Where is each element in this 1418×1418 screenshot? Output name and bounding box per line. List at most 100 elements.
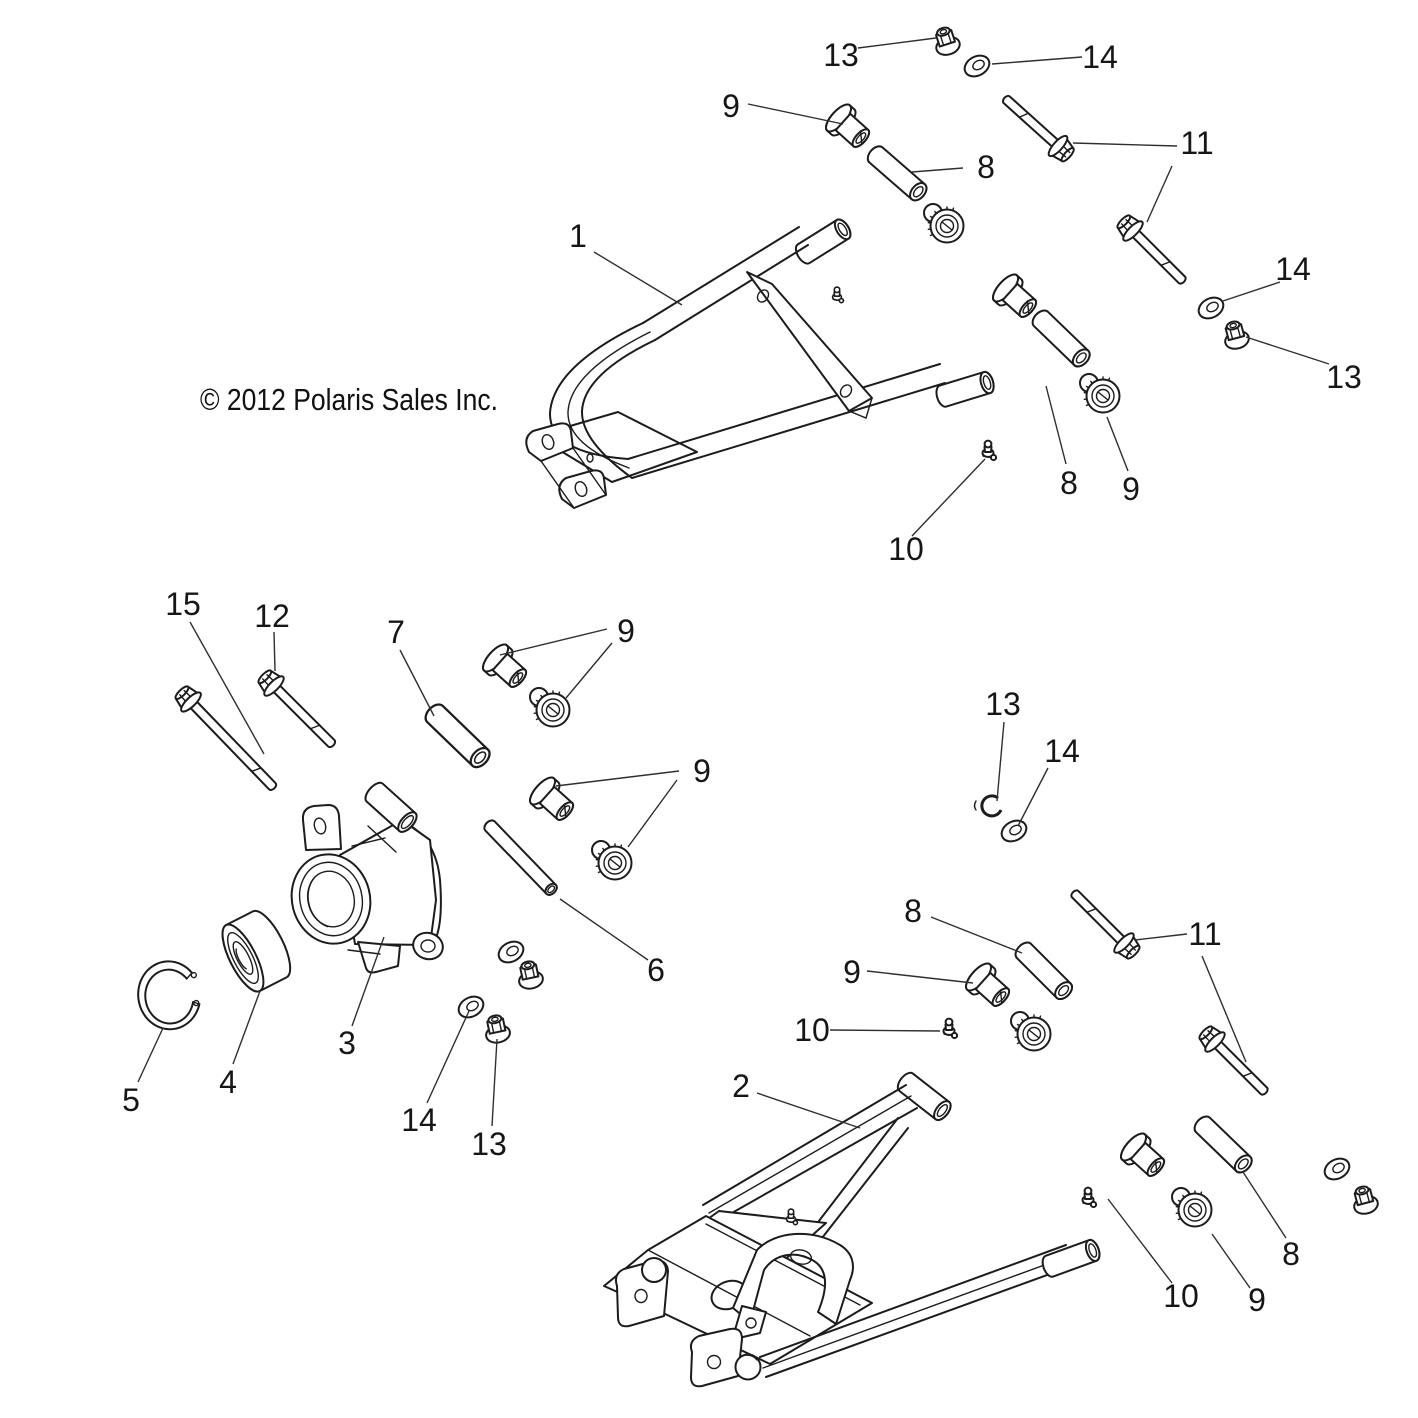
callout-11-flange-bolt: 11 <box>1180 125 1213 161</box>
callout-4-wheel-bearing: 4 <box>219 1064 237 1100</box>
leader-line <box>911 167 964 173</box>
flange-nut <box>929 23 964 59</box>
leader-line <box>499 628 608 656</box>
callout-9-bushing: 9 <box>1122 471 1140 507</box>
callout-5-snap-ring: 5 <box>122 1082 140 1118</box>
bushing <box>1115 1128 1172 1185</box>
bearing-carrier <box>290 781 444 974</box>
flange-bolt <box>253 665 342 754</box>
leader-line <box>1211 1233 1251 1289</box>
leader-line <box>930 916 1023 954</box>
callout-2-lower-control-arm: 2 <box>732 1068 750 1104</box>
leader-line <box>1107 1198 1173 1284</box>
leader-line <box>866 970 974 984</box>
washer <box>494 936 528 968</box>
leader-line <box>351 936 385 1027</box>
washer <box>960 50 994 82</box>
callout-3-bearing-carrier: 3 <box>338 1025 356 1061</box>
callout-8-bushing-tube: 8 <box>1282 1236 1300 1272</box>
leader-line <box>857 37 937 49</box>
leader-line <box>1045 385 1067 465</box>
callout-14-washer: 14 <box>1275 251 1311 287</box>
bushing-tube <box>1028 306 1094 371</box>
callout-11-flange-bolt: 11 <box>1188 916 1221 952</box>
grease-fitting <box>981 439 998 462</box>
callout-labels: 1234567888899999910101011111213131313141… <box>122 37 1362 1318</box>
callout-10-grease-fitting: 10 <box>888 531 924 567</box>
bushing <box>960 958 1017 1015</box>
flange-bolt <box>996 88 1079 166</box>
callout-1-upper-control-arm: 1 <box>569 218 587 254</box>
grease-fitting-icon <box>831 286 845 304</box>
washer <box>454 991 488 1023</box>
washer <box>997 815 1031 847</box>
callout-8-bushing-tube: 8 <box>1060 465 1078 501</box>
copyright-text: © 2012 Polaris Sales Inc. <box>200 382 498 417</box>
pivot-pin <box>481 817 560 899</box>
grease-fitting <box>942 1017 959 1040</box>
leader-line <box>565 642 613 699</box>
leader-line <box>829 1029 941 1032</box>
callout-9-bushing: 9 <box>617 613 635 649</box>
bushing <box>923 203 965 244</box>
leader-line <box>1222 281 1281 302</box>
bushing <box>524 772 581 829</box>
leader-line <box>1242 1171 1287 1239</box>
leader-line <box>559 898 649 961</box>
flange-bolt <box>1064 883 1145 964</box>
leader-line <box>911 458 986 537</box>
leader-line <box>991 56 1083 65</box>
wheel-bearing <box>221 909 292 993</box>
bushing-tube <box>863 142 931 205</box>
callout-14-washer: 14 <box>401 1102 437 1138</box>
bushing-tube <box>1011 938 1077 1004</box>
upper-arm-front-tube-end <box>791 215 855 268</box>
callout-14-washer: 14 <box>1044 733 1080 769</box>
callout-7-spacer-tube: 7 <box>387 614 405 650</box>
leader-line <box>399 649 435 717</box>
callout-14-washer: 14 <box>1082 39 1118 75</box>
leader-line <box>232 990 261 1065</box>
bushing <box>1079 373 1121 414</box>
leader-line <box>1017 767 1049 827</box>
upper-arm-rear-tube-end <box>933 369 997 410</box>
leader-line <box>1106 416 1129 472</box>
leader-line <box>1245 336 1330 365</box>
callout-13-flange-nut: 13 <box>471 1126 507 1162</box>
flange-bolt <box>1112 210 1193 291</box>
callout-12-flange-bolt: 12 <box>254 598 290 634</box>
callout-8-bushing-tube: 8 <box>904 893 922 929</box>
diagram-art <box>132 23 1381 1388</box>
callout-15-flange-bolt: 15 <box>165 586 201 622</box>
leader-line <box>189 621 265 755</box>
leader-line <box>996 721 1005 802</box>
callout-10-grease-fitting: 10 <box>1163 1278 1199 1314</box>
lower-arm-rear-tube-end <box>1039 1237 1104 1280</box>
snap-ring <box>132 956 205 1035</box>
callout-9-bushing: 9 <box>722 88 740 124</box>
callout-13-flange-nut: 13 <box>1326 359 1362 395</box>
leader-line <box>627 779 678 848</box>
leader-line <box>593 251 683 306</box>
leader-line <box>1146 165 1173 223</box>
flange-nut <box>1219 317 1252 353</box>
bushing <box>591 840 633 881</box>
bushing-tube <box>1190 1112 1256 1177</box>
upper-control-arm <box>525 215 997 509</box>
leader-line <box>1134 933 1188 941</box>
washer <box>1320 1153 1354 1185</box>
leader-line <box>273 631 276 672</box>
leader-line <box>747 103 844 125</box>
callout-6-pivot-pin: 6 <box>647 952 665 988</box>
leader-line <box>756 1092 861 1129</box>
callout-13-flange-nut: 13 <box>823 37 859 73</box>
leader-line <box>137 1027 164 1083</box>
callout-9-bushing: 9 <box>693 753 711 789</box>
bushing <box>529 687 571 728</box>
callout-9-bushing: 9 <box>1248 1282 1266 1318</box>
spacer-tube <box>420 699 495 772</box>
flange-bolt <box>171 681 284 797</box>
bushing <box>1010 1011 1052 1052</box>
